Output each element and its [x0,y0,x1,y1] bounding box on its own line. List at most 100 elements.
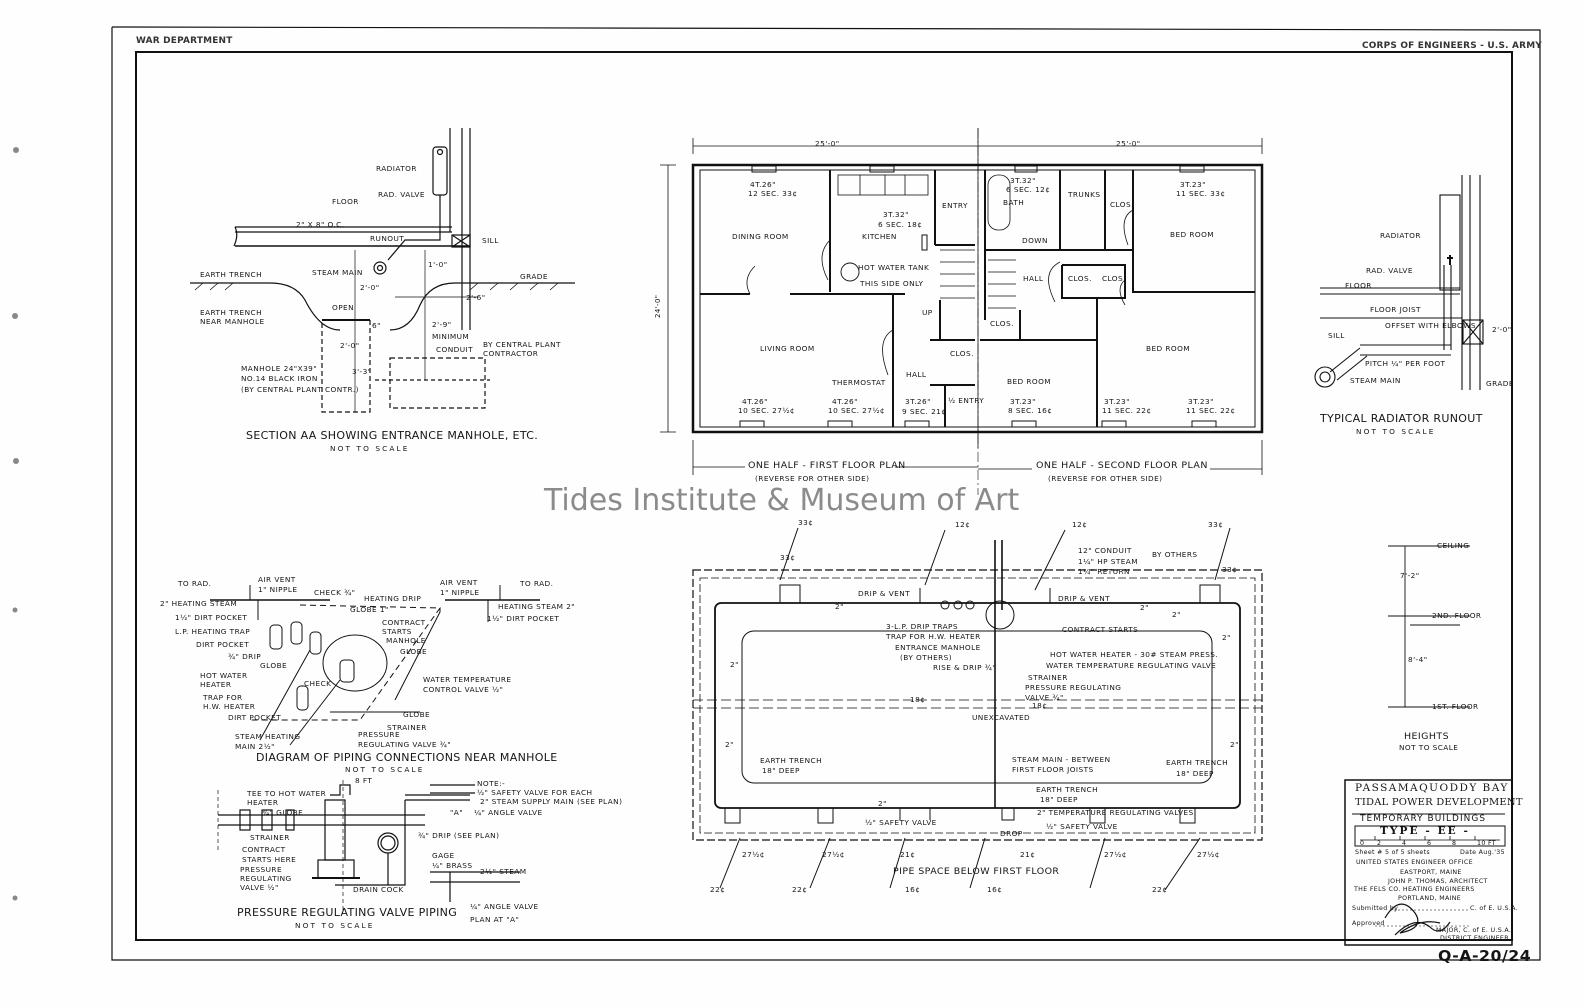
section-aa-label: RADIATOR [376,165,417,173]
first-floor-subtitle: (REVERSE FOR OTHER SIDE) [755,475,870,483]
section-aa-label: GRADE [520,273,548,281]
pipe-space-label: RISE & DRIP ¾" [933,664,997,672]
pipe-space-label: 18" DEEP [1176,770,1214,778]
pipe-space-label: BY OTHERS [1152,551,1198,559]
piping-diagram-label: HEATING DRIP [364,595,422,603]
piping-diagram-label: CONTRACT [382,619,426,627]
radiator-spec-label: 4T.26" [750,181,776,189]
pipe-space-label: 33¢ [1208,521,1224,529]
pipe-space-label: 2" [835,603,844,611]
valve-piping-label: PLAN AT "A" [470,916,520,924]
pipe-space-label: 27½¢ [822,851,845,859]
section-aa-label: OPEN [332,304,355,312]
radiator-symbols [739,165,1217,428]
section-aa-label: MINIMUM [432,333,470,341]
section-aa-subtitle: NOT TO SCALE [330,445,410,453]
radiator-runout-label: 2'-0" [1492,326,1512,334]
floor-plan-label: CLOS. [990,320,1014,328]
valve-piping-label: CONTRACT [242,846,286,854]
title-block-architect: JOHN P. THOMAS, ARCHITECT [1388,878,1488,885]
valve-piping-label: HEATER [247,799,279,807]
radiator-spec-label: 11 SEC. 33¢ [1176,190,1226,198]
piping-diagram-label: MANHOLE [386,637,426,645]
pipe-space-label: (BY OTHERS) [900,654,953,662]
radiator-runout-label: FLOOR JOIST [1370,306,1421,314]
pipe-space-label: DRIP & VENT [1058,595,1111,603]
piping-diagram-label: STEAM HEATING [235,733,301,741]
floor-plan-label: BED ROOM [1146,345,1191,353]
heights-title: HEIGHTS [1404,732,1450,742]
floor-plan-label: 25'-0" [1116,140,1141,148]
valve-piping-label: ¼" BRASS [432,862,473,870]
title-block-office: UNITED STATES ENGINEER OFFICE [1356,859,1473,866]
floor-plan-label: KITCHEN [862,233,897,241]
piping-diagram-label: STARTS [382,628,412,636]
floor-plan-label: DINING ROOM [732,233,789,241]
floor-plan-label: LIVING ROOM [760,345,815,353]
section-aa-label: CONTRACTOR [483,350,539,358]
pipe-space-label: 18¢ [1032,702,1048,710]
piping-diagram-label: DIRT POCKET [228,714,282,722]
drawing-number: Q-A-20/24 [1438,947,1532,965]
title-block-office-location: EASTPORT, MAINE [1400,869,1462,876]
valve-piping-label: DRAIN COCK [353,886,404,894]
watermark: Tides Institute & Museum of Art [544,483,1020,518]
pipe-space-label: 18" DEEP [1040,796,1078,804]
radiator-spec-label: 4T.26" [742,398,768,406]
piping-diagram-label: TO RAD. [520,580,554,588]
radiator-spec-label: 3T.32" [1010,177,1036,185]
title-block-submitted-label: Submitted by [1352,905,1399,912]
piping-diagram-label: CONTROL VALVE ½" [423,686,504,694]
floor-plan-label: CLOS. [950,350,974,358]
radiator-spec-label: 8 SEC. 16¢ [1008,407,1053,415]
pipe-space-label: 33¢ [798,519,814,527]
valve-piping-label: ¾" DRIP (SEE PLAN) [418,832,500,840]
radiator-spec-label: 3T.32" [883,211,909,219]
pipe-space-label: 21¢ [900,851,916,859]
pipe-space-label: 2" [1230,741,1239,749]
section-aa-label: RAD. VALVE [378,191,425,199]
section-aa-label: 1'-0" [428,261,448,269]
section-aa-label: 6" [372,322,381,330]
pipe-space-label: ½" SAFETY VALVE [1046,823,1118,831]
pipe-space-label: WATER TEMPERATURE REGULATING VALVE [1046,662,1217,670]
pipe-space-label: 3-L.P. DRIP TRAPS [886,623,958,631]
floor-plan-label: CLOS. [1068,275,1092,283]
floor-plan-label: THIS SIDE ONLY [860,280,924,288]
pipe-space-label: 12" CONDUIT [1078,547,1132,555]
pipe-space-label: 21¢ [1020,851,1036,859]
scale-tick-label: 4 [1402,840,1407,847]
floor-plan-label: THERMOSTAT [832,379,886,387]
pipe-space-label: FIRST FLOOR JOISTS [1012,766,1094,774]
valve-piping-subtitle: NOT TO SCALE [295,922,375,930]
piping-diagram-label: L.P. HEATING TRAP [175,628,251,636]
pipe-space-label: 18¢ [910,696,926,704]
radiator-spec-label: 10 SEC. 27½¢ [738,407,796,415]
radiator-runout-title: TYPICAL RADIATOR RUNOUT [1320,413,1483,425]
section-aa-label: CONDUIT [436,346,474,354]
floor-plan-label: CLOS. [1110,201,1134,209]
section-aa-label: SILL [482,237,499,245]
scale-tick-label: 0 [1360,840,1365,847]
radiator-runout-label: PITCH ¼" PER FOOT [1365,360,1446,368]
valve-piping-label: GAGE [432,852,455,860]
piping-diagram-label: AIR VENT [440,579,478,587]
title-block-engineers-location: PORTLAND, MAINE [1398,895,1462,902]
floor-plan-label: BED ROOM [1007,378,1052,386]
floor-plan-drawing [660,128,1264,495]
floor-plan-label: 24'-0" [654,294,662,318]
title-block-type: TYPE - EE - [1380,826,1471,837]
pipe-space-label: 22¢ [792,886,808,894]
second-floor-title: ONE HALF - SECOND FLOOR PLAN [1036,461,1208,471]
pipe-space-label: 27½¢ [1104,851,1127,859]
pipe-space-label: EARTH TRENCH [1036,786,1099,794]
piping-diagram-label: 2" HEATING STEAM [160,600,238,608]
valve-piping-label: STRAINER [250,834,290,842]
title-block-approved-title: MAJOR, C. of E. U.S.A. [1436,927,1512,934]
floor-plan-label: DOWN [1022,237,1048,245]
piping-diagram-label: 1½" DIRT POCKET [487,615,560,623]
radiator-runout-subtitle: NOT TO SCALE [1356,428,1436,436]
title-block-line1: PASSAMAQUODDY BAY [1355,783,1509,794]
heights-label: 1ST. FLOOR [1432,703,1479,711]
pipe-space-label: 33¢ [1222,566,1238,574]
